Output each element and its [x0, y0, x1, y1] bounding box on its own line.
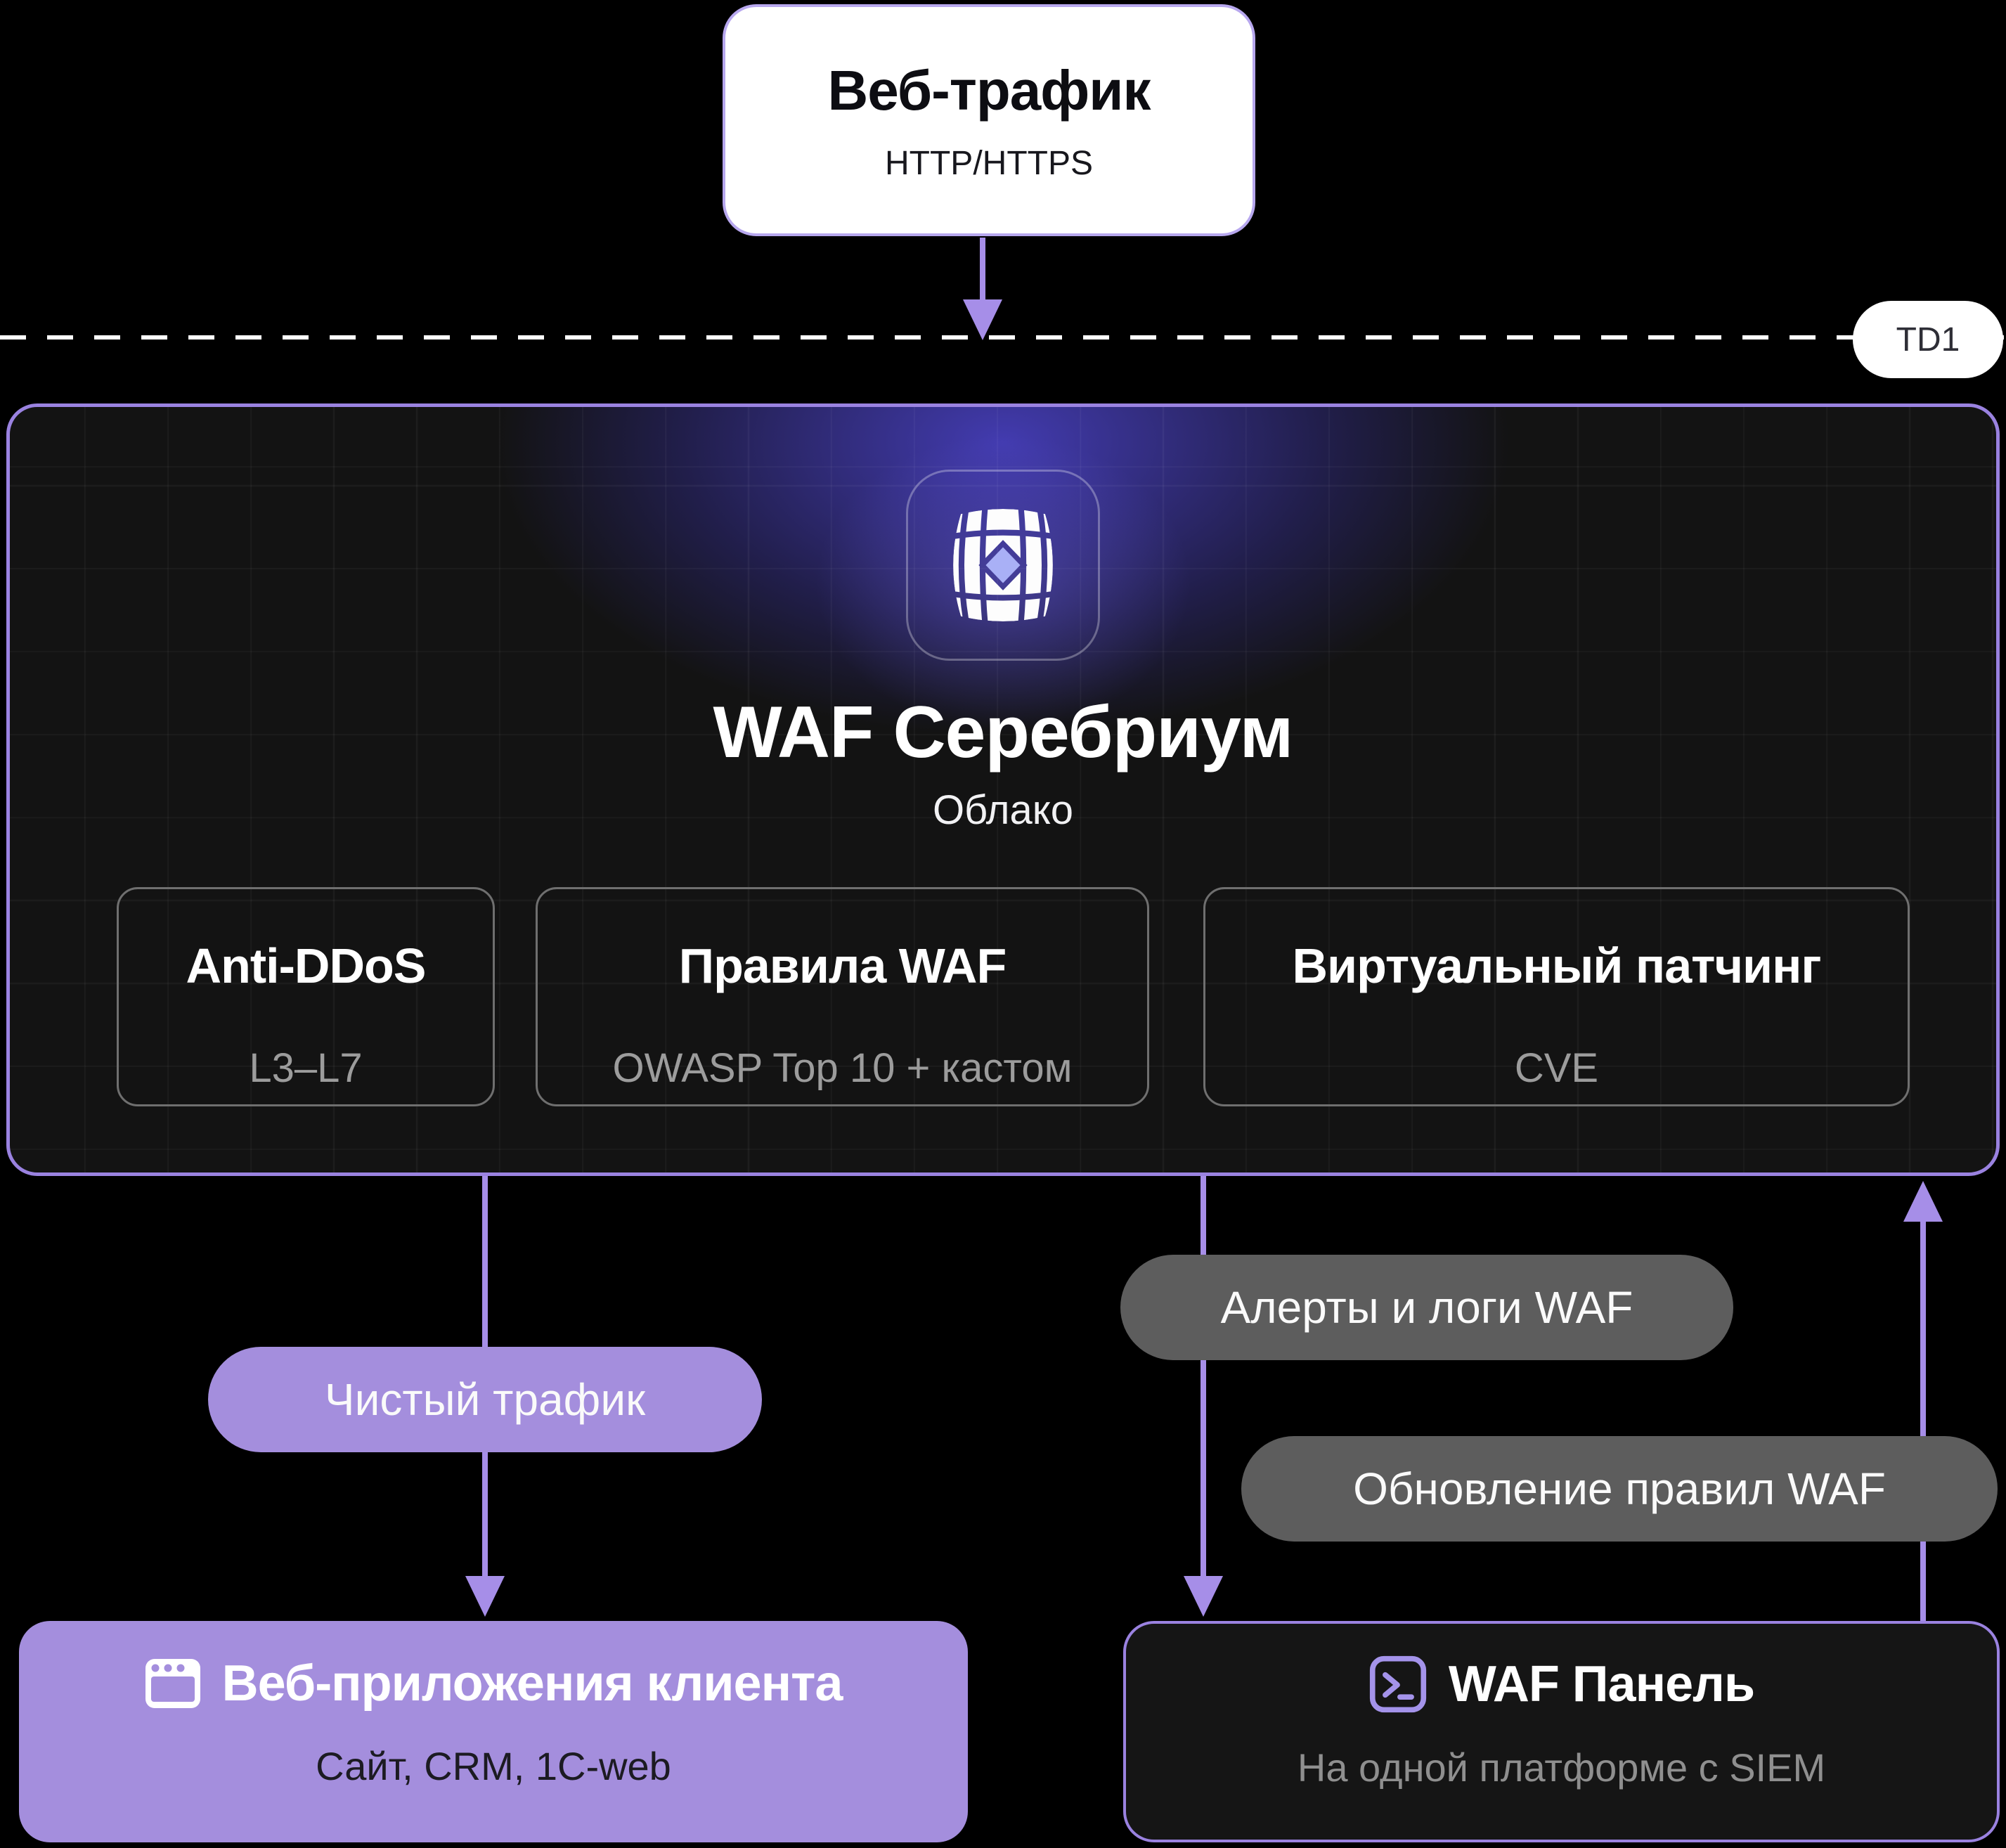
- feature-subtitle: OWASP Top 10 + кастом: [612, 1045, 1073, 1091]
- waf-cloud-node: WAF Серебриум Облако Anti-DDoS L3–L7 Пра…: [6, 403, 2000, 1176]
- web-traffic-node: Веб-трафик HTTP/HTTPS: [723, 4, 1255, 236]
- rules-update-label: Обновление правил WAF: [1353, 1463, 1886, 1514]
- client-apps-title-row: Веб-приложения клиента: [145, 1655, 843, 1712]
- browser-window-icon: [145, 1659, 200, 1708]
- waf-node-title: WAF Серебриум: [713, 692, 1294, 773]
- feature-subtitle: CVE: [1514, 1045, 1599, 1091]
- feature-title: Правила WAF: [678, 938, 1007, 993]
- waf-panel-title-row: WAF Панель: [1368, 1655, 1755, 1714]
- rules-update-arrow-line: [1920, 1220, 1926, 1621]
- feature-title: Anti-DDoS: [186, 938, 427, 993]
- web-traffic-subtitle: HTTP/HTTPS: [885, 144, 1093, 182]
- client-apps-title: Веб-приложения клиента: [221, 1655, 843, 1712]
- web-traffic-title: Веб-трафик: [827, 58, 1151, 122]
- clean-traffic-pill: Чистый трафик: [208, 1347, 762, 1452]
- web-traffic-arrow-down-icon: [963, 299, 1002, 340]
- waf-panel-subtitle: На одной платформе с SIEM: [1297, 1745, 1826, 1790]
- waf-panel-node: WAF Панель На одной платформе с SIEM: [1123, 1621, 2000, 1842]
- feature-waf-rules: Правила WAF OWASP Top 10 + кастом: [536, 887, 1149, 1106]
- waf-panel-title: WAF Панель: [1448, 1656, 1755, 1712]
- feature-virtual-patching: Виртуальный патчинг CVE: [1203, 887, 1910, 1106]
- waf-icon-container: [906, 470, 1100, 661]
- rules-update-arrow-up-icon: [1903, 1181, 1943, 1222]
- web-traffic-arrow-line: [980, 238, 985, 302]
- feature-subtitle: L3–L7: [249, 1045, 363, 1091]
- clean-traffic-label: Чистый трафик: [324, 1374, 646, 1425]
- client-apps-node: Веб-приложения клиента Сайт, CRM, 1C-web: [19, 1621, 968, 1842]
- waf-grid-icon: [953, 509, 1053, 621]
- feature-title: Виртуальный патчинг: [1292, 938, 1821, 993]
- rules-update-pill: Обновление правил WAF: [1241, 1436, 1998, 1542]
- alerts-logs-arrow-down-icon: [1184, 1576, 1223, 1617]
- waf-node-subtitle: Облако: [932, 787, 1074, 833]
- trust-boundary-badge: TD1: [1853, 301, 2003, 378]
- alerts-logs-label: Алерты и логи WAF: [1220, 1282, 1633, 1333]
- trust-boundary-label: TD1: [1896, 321, 1960, 358]
- alerts-logs-pill: Алерты и логи WAF: [1120, 1255, 1733, 1360]
- trust-boundary-dashed-line: [0, 335, 2006, 340]
- clean-traffic-arrow-down-icon: [465, 1576, 505, 1617]
- feature-anti-ddos: Anti-DDoS L3–L7: [117, 887, 495, 1106]
- alerts-logs-arrow-line: [1201, 1176, 1206, 1578]
- terminal-icon: [1369, 1655, 1426, 1713]
- client-apps-subtitle: Сайт, CRM, 1C-web: [316, 1744, 671, 1788]
